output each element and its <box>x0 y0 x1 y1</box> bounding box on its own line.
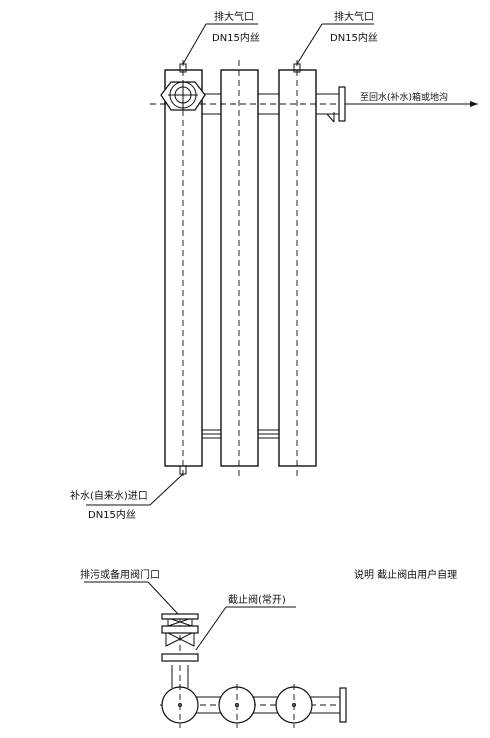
outlet-arrow-head <box>470 101 478 107</box>
drain-valve-label: 排污或备用阀门口 <box>80 568 160 581</box>
leader-top-right <box>296 23 374 65</box>
drain-valve-cap <box>161 613 199 627</box>
outlet-flange <box>326 86 346 123</box>
stop-valve-label: 截止阀(常开) <box>228 593 286 606</box>
leader-stop-valve <box>195 606 296 651</box>
radiator-column-2 <box>220 69 259 467</box>
inlet-note-label: 补水(自来水)进口 <box>70 489 148 502</box>
leader-top-left <box>182 23 258 65</box>
leader-drain-valve <box>84 581 179 615</box>
radiator-column-1 <box>164 69 203 467</box>
top-left-vent-label: 排大气口 <box>214 10 254 23</box>
top-left-spec-label: DN15内丝 <box>212 31 260 44</box>
top-right-vent-label: 排大气口 <box>334 10 374 23</box>
radiator-front-view: 至回水(补水)箱或地沟 排大气口 DN15内丝 <box>70 10 478 521</box>
drawing-note: 说明 截止阀由用户自理 <box>354 568 457 581</box>
top-right-spec-label: DN15内丝 <box>330 31 378 44</box>
vent-fitting-symbol <box>160 80 206 111</box>
leader-inlet <box>86 473 184 506</box>
radiator-column-3 <box>278 69 317 467</box>
outlet-note: 至回水(补水)箱或地沟 <box>360 91 448 103</box>
radiator-plan-view: 排污或备用阀门口 截止阀(常开) 说明 截止阀由用户自理 <box>80 568 457 728</box>
plan-end-flange <box>312 687 347 723</box>
bottom-header-pipe <box>202 429 279 439</box>
inlet-spec-label: DN15内丝 <box>88 508 136 521</box>
stop-valve <box>161 625 199 662</box>
